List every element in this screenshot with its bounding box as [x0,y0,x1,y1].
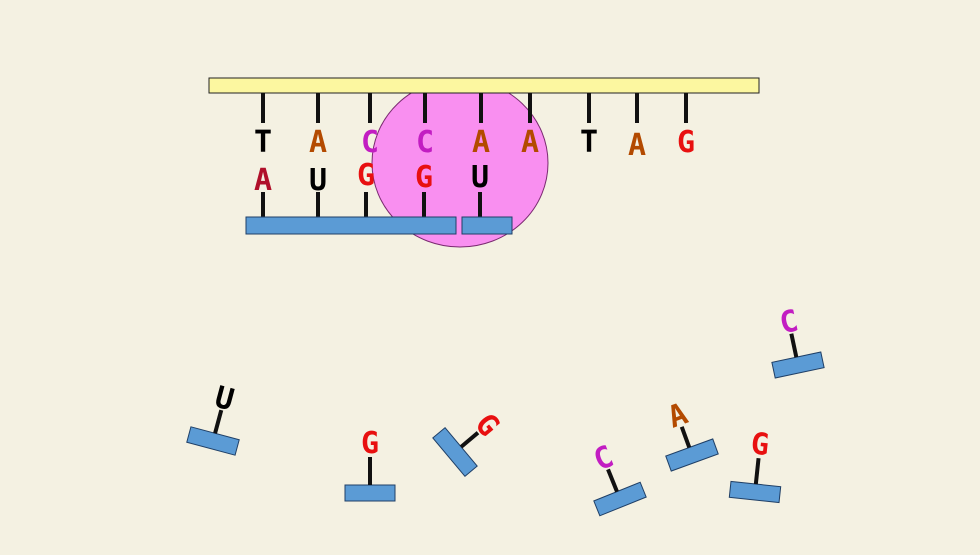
free-nucleotide: G [344,426,396,502]
free-nucleotide: G [728,426,782,504]
template-base: A [472,125,490,160]
template-base: C [416,125,434,160]
free-nucleotide-base: U [211,380,238,418]
free-nucleotide-base: A [663,396,692,435]
template-base: T [580,125,598,160]
paired-base: U [309,163,327,198]
free-nucleotide: G [432,407,506,477]
free-nucleotide-base: C [589,439,619,478]
free-nucleotide: A [663,396,719,472]
free-nucleotide-base: G [749,426,771,463]
rna-backbone-segment [461,216,513,235]
template-base: T [254,125,272,160]
template-base: A [309,125,327,160]
paired-base: G [357,158,375,193]
template-base: C [361,125,379,160]
free-nucleotide-base: C [776,303,801,341]
template-base: A [521,125,539,160]
paired-base: G [415,160,433,195]
paired-base: A [254,163,272,198]
template-base: A [628,128,646,163]
free-nucleotide: U [186,380,240,456]
dna-template-strand [208,77,760,94]
paired-base: U [471,160,489,195]
free-nucleotide: C [589,439,647,517]
free-nucleotide: C [771,303,825,379]
free-nucleotide-base: G [361,426,379,461]
rna-backbone-segment [245,216,457,235]
template-base: G [677,125,695,160]
